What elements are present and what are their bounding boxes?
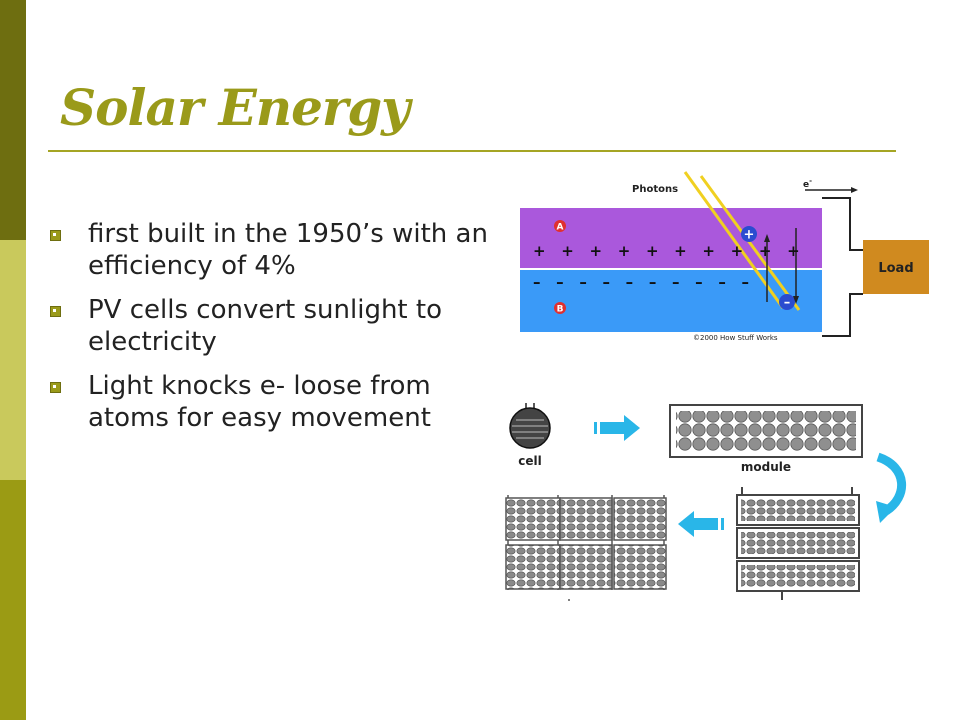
svg-text:B: B (557, 305, 564, 315)
load-box (863, 240, 929, 294)
sidebar-band-dark (0, 0, 26, 240)
electron-marker (779, 294, 795, 310)
svg-text:+: + (744, 228, 755, 243)
solar-array (505, 495, 667, 601)
square-bullet-icon (50, 306, 61, 317)
layer-a-badge (554, 220, 566, 232)
hole-marker (741, 226, 757, 242)
cell-label: cell (518, 454, 541, 468)
bullet-text: first built in the 1950’s with an effici… (88, 219, 488, 281)
svg-text:A: A (557, 223, 564, 233)
solar-assembly-diagram: cell module (505, 403, 906, 601)
layer-b-band (520, 270, 822, 332)
photon-ray (699, 175, 801, 311)
svg-text:–: – (784, 296, 791, 311)
electron-label: e- (803, 177, 812, 190)
single-cell-icon (509, 403, 551, 449)
module-label: module (741, 460, 791, 474)
slide-title: Solar Energy (60, 78, 410, 137)
bullet-text: Light knocks e- loose from atoms for eas… (88, 371, 431, 433)
positive-charge-row: + + + + + + + + + + (533, 242, 800, 260)
cyan-curved-arrow (876, 452, 906, 523)
panel-of-modules (736, 487, 860, 600)
circuit-wire-top (822, 197, 863, 251)
negative-charge-row: – – – – – – – – – – (533, 273, 749, 291)
bullet-item: PV cells convert sunlight to electricity (48, 294, 488, 358)
photons-label: Photons (632, 184, 678, 195)
circuit-wire-bottom (822, 293, 863, 337)
bullet-text: PV cells convert sunlight to electricity (88, 295, 442, 357)
sidebar-band-light (0, 240, 26, 480)
layer-b-badge (554, 302, 566, 314)
square-bullet-icon (50, 230, 61, 241)
load-label: Load (878, 261, 913, 276)
cyan-arrow-right (594, 415, 640, 441)
sidebar-decoration (0, 0, 26, 720)
bullet-item: first built in the 1950’s with an effici… (48, 218, 488, 282)
module-panel (669, 404, 863, 458)
title-divider (48, 150, 896, 152)
cyan-arrow-left (678, 511, 724, 537)
layer-a-band (520, 208, 822, 268)
pv-cell-diagram: e- Load Photons + – + + + + + + + + + + … (520, 171, 929, 342)
bullet-list: first built in the 1950’s with an effici… (48, 218, 488, 446)
copyright-text: ©2000 How Stuff Works (693, 334, 778, 342)
square-bullet-icon (50, 382, 61, 393)
sidebar-band-mid (0, 480, 26, 720)
bullet-item: Light knocks e- loose from atoms for eas… (48, 370, 488, 434)
